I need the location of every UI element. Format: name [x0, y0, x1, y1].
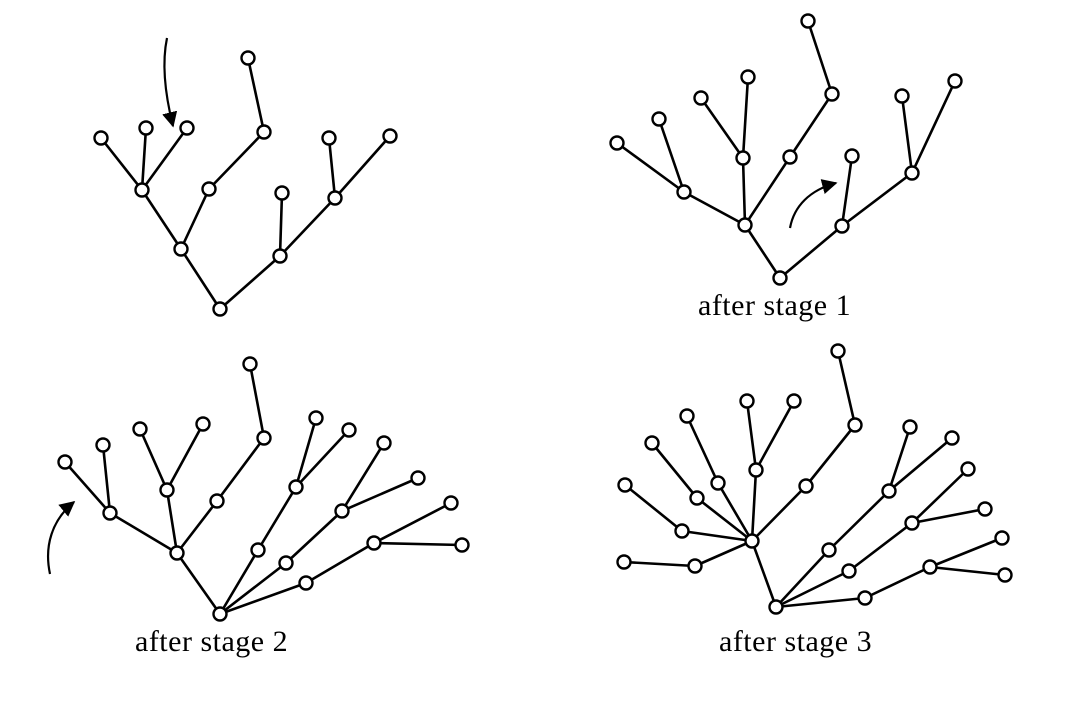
tree-stage-1: after stage 1: [609, 13, 963, 322]
tree-stage-3-nodes: [616, 343, 1013, 615]
rotation-arrow-stage-1: [788, 179, 838, 229]
tree-stage-1-nodes: [609, 13, 963, 286]
tree-initial: [93, 37, 398, 317]
tree-initial-edges: [99, 56, 392, 311]
tree-stage-2: after stage 2: [46, 356, 470, 658]
tree-initial-nodes: [93, 50, 398, 317]
caption-stage-3: after stage 3: [719, 625, 872, 658]
tree-stage-3-edges: [622, 349, 1007, 609]
caption-stage-2: after stage 2: [135, 625, 288, 658]
tree-stage-1-edges: [615, 19, 957, 280]
tree-stage-2-edges: [63, 362, 464, 616]
tree-stage-3: after stage 3: [616, 343, 1013, 658]
tree-stage-2-nodes: [57, 356, 470, 622]
caption-stage-1: after stage 1: [698, 289, 851, 322]
rotation-arrow-initial: [162, 37, 178, 128]
rotation-arrow-stage-2: [46, 501, 76, 575]
